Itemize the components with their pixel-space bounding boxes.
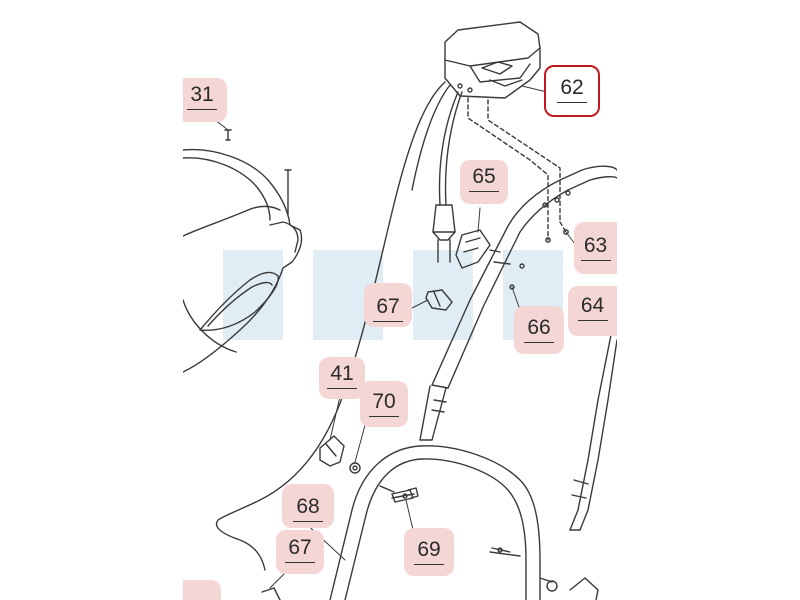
callout-64[interactable]: 64 [568,286,617,336]
callout-31-label: 31 [177,83,227,110]
right-handle-bar [569,329,617,531]
callout-70-label: 70 [360,390,408,417]
callout-62-label: 62 [546,76,598,103]
callout-67b-label: 67 [276,536,324,563]
callout-67b[interactable]: 67 [276,530,324,574]
callout-41[interactable]: 41 [319,357,365,399]
bottom-knob [569,577,599,600]
callout-69-label: 69 [404,538,454,565]
callout-65[interactable]: 65 [460,160,508,204]
lower-handle [329,445,558,600]
callout-68[interactable]: 68 [282,484,334,528]
callout-68-label: 68 [282,495,334,522]
plug-connector [432,204,456,263]
callout-66[interactable]: 66 [514,306,564,354]
callout-70[interactable]: 70 [360,381,408,427]
callout-41-label: 41 [319,362,365,389]
callout-67a-label: 67 [364,295,412,322]
mower-deck [183,129,303,373]
callout-65-label: 65 [460,165,508,192]
knob-part [319,435,361,474]
callout-31[interactable]: 31 [183,78,227,122]
exploded-view-drawing [183,0,617,600]
callout-69[interactable]: 69 [404,528,454,576]
bolt-part [391,487,419,503]
callout-64-label: 64 [568,294,617,321]
callout-62[interactable]: 62 [544,65,600,117]
upper-handle [419,165,617,441]
callout-63[interactable]: 63 [574,222,617,274]
callout-67a[interactable]: 67 [364,283,412,327]
battery-box [444,21,541,99]
callout-partial-bottom-left [183,580,221,600]
callout-66-label: 66 [514,316,564,343]
bottom-left-part [261,587,281,600]
clip-part [425,289,453,311]
power-cable [215,81,463,571]
callout-63-label: 63 [574,234,617,261]
